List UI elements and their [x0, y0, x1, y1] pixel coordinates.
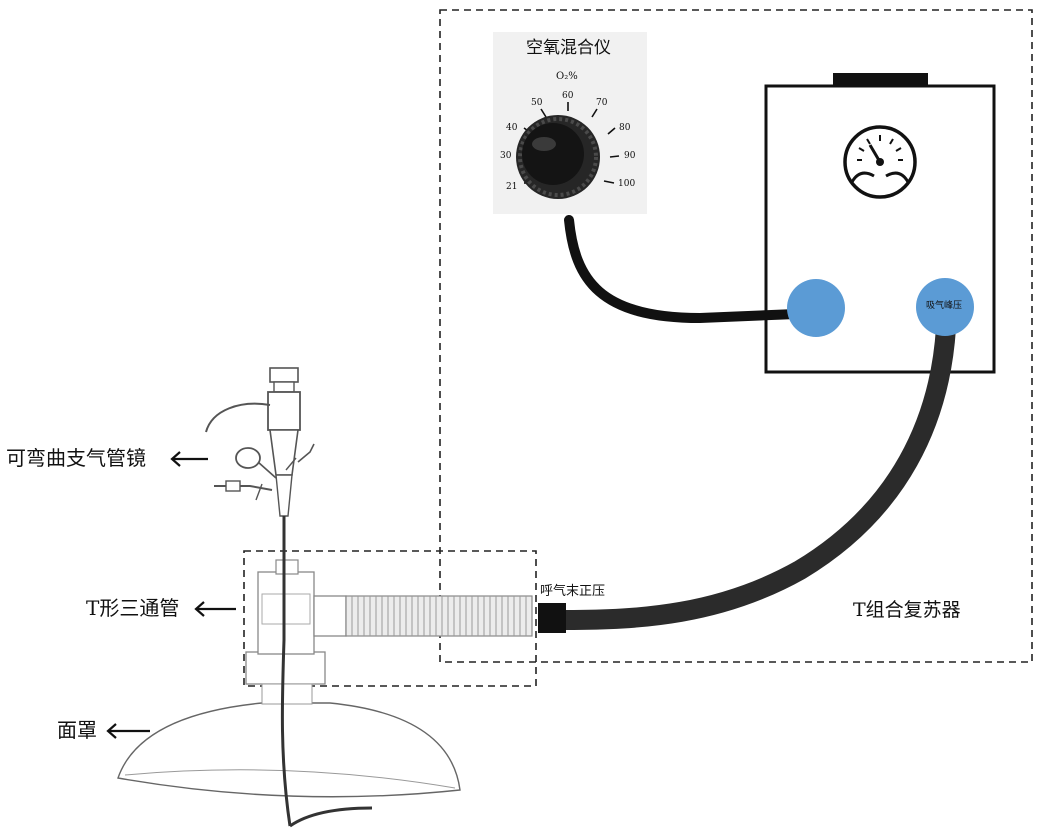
tpiece-body [257, 571, 315, 655]
mask-label: 面罩 [57, 718, 97, 742]
tpiece-branch [313, 595, 347, 637]
bronchoscope [205, 367, 373, 828]
arrow-left-icon [194, 601, 236, 617]
corrugated-tube [345, 595, 533, 637]
peep-valve [538, 603, 566, 633]
dial-tick-50: 50 [531, 98, 543, 108]
tpiece-label: T形三通管 [86, 596, 180, 620]
resuscitator-boundary [439, 9, 1033, 663]
inlet-port [787, 279, 845, 337]
tpiece-boundary [243, 550, 537, 687]
dial-tick-90: 90 [624, 151, 636, 161]
dial-tick-70: 70 [596, 98, 608, 108]
dial-tick-80: 80 [619, 123, 631, 133]
arrow-left-icon [106, 723, 150, 739]
pip-port [916, 278, 974, 336]
dial-tick-21: 21 [506, 182, 518, 192]
pip-hose [565, 327, 956, 630]
resuscitator-label: T组合复苏器 [853, 599, 961, 621]
dial-knob-icon [516, 115, 600, 199]
dial-tick-30: 30 [500, 151, 512, 161]
mask-connector [245, 651, 326, 685]
gauge-icon [843, 125, 917, 199]
pip-label: 吸气峰压 [926, 301, 963, 311]
peep-label: 呼气末正压 [540, 584, 606, 599]
corrugation-lines [351, 596, 527, 636]
blender-title: 空氧混合仪 [526, 38, 611, 58]
arrow-left-icon [170, 451, 208, 467]
device-handle [833, 73, 928, 86]
dial-tick-100: 100 [618, 179, 636, 189]
insertion-tube [280, 516, 292, 827]
dial-tick-40: 40 [506, 123, 518, 133]
dial-tick-60: 60 [562, 91, 574, 101]
bronchoscope-label: 可弯曲支气管镜 [6, 446, 146, 470]
blender-unit: O₂% [556, 71, 578, 82]
blender-hose [564, 215, 801, 324]
face-mask [117, 702, 461, 798]
